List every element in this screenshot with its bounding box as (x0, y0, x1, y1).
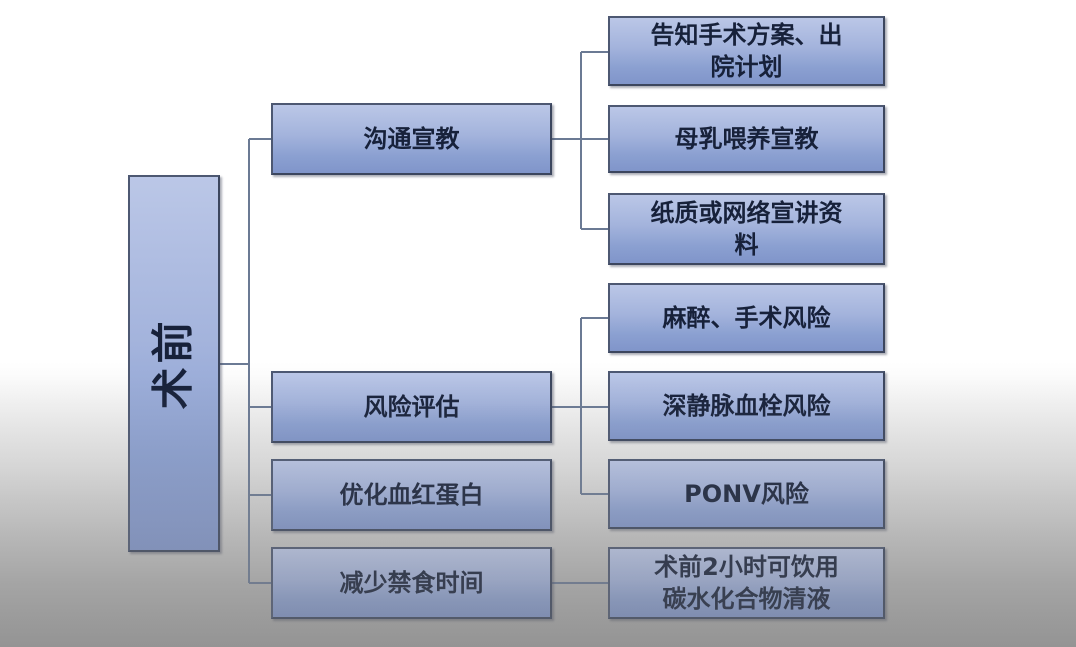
connector-path (220, 51, 608, 584)
root-node-preoperative: 术前 (128, 175, 220, 552)
node-label: 减少禁食时间 (339, 568, 484, 597)
node-label: 母乳喂养宣教 (674, 124, 819, 153)
node-label: 优化血红蛋白 (339, 480, 484, 509)
root-node-label: 术前 (148, 317, 198, 410)
node-deep-vein-thrombosis-risk: 深静脉血栓风险 (608, 371, 885, 441)
node-anesthesia-surgical-risk: 麻醉、手术风险 (608, 283, 885, 353)
node-carbohydrate-drink-2h-before-surgery: 术前2小时可饮用碳水化合物清液 (608, 547, 885, 619)
node-reduce-fasting-time: 减少禁食时间 (271, 547, 552, 619)
node-paper-or-online-materials: 纸质或网络宣讲资料 (608, 193, 885, 265)
node-breastfeeding-education: 母乳喂养宣教 (608, 105, 885, 173)
node-inform-surgical-plan-discharge-plan: 告知手术方案、出院计划 (608, 16, 885, 86)
node-optimize-hemoglobin: 优化血红蛋白 (271, 459, 552, 531)
node-label: 告知手术方案、出院计划 (650, 20, 843, 81)
node-risk-assessment: 风险评估 (271, 371, 552, 443)
node-label: 术前2小时可饮用碳水化合物清液 (654, 552, 839, 613)
node-label: 纸质或网络宣讲资料 (650, 198, 843, 259)
node-label: 沟通宣教 (363, 124, 460, 153)
node-label: 麻醉、手术风险 (662, 303, 831, 332)
node-label: 深静脉血栓风险 (662, 391, 831, 420)
node-ponv-risk: PONV风险 (608, 459, 885, 529)
node-communication-education: 沟通宣教 (271, 103, 552, 175)
node-label: 风险评估 (363, 392, 460, 421)
node-label: PONV风险 (684, 479, 809, 508)
